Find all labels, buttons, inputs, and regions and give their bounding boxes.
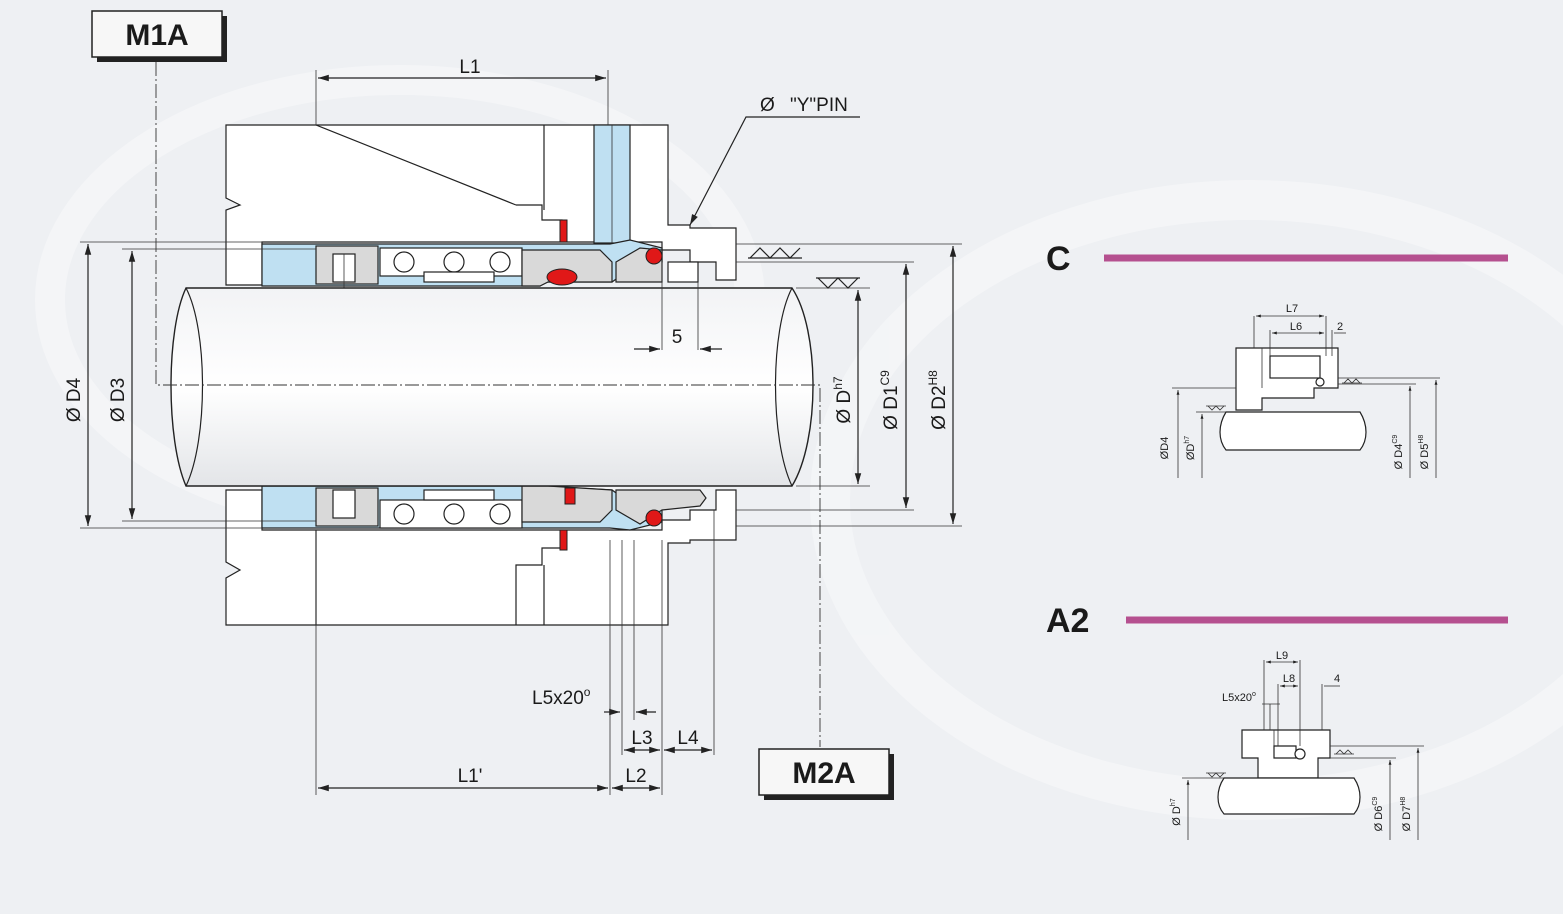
dim-l6-label: L6 bbox=[1290, 321, 1302, 333]
pin-slot-upper bbox=[667, 261, 699, 283]
section-c-title: C bbox=[1046, 240, 1071, 278]
dim-2-label: 2 bbox=[1337, 321, 1343, 333]
diameter-icon: Ø bbox=[929, 410, 950, 430]
dim-c-d4b-label: Ø D4C9 bbox=[1392, 435, 1405, 470]
dim-a2-d-label: Ø Dh7 bbox=[1170, 798, 1183, 825]
degree-icon: o bbox=[1252, 691, 1256, 698]
section-a2-oring bbox=[1294, 748, 1306, 760]
section-a2: A2 L9 L8 4 L5x20o Ø Dh7 bbox=[1046, 602, 1508, 840]
pin-label: "Y"PIN bbox=[790, 95, 848, 116]
dim-l8-label: L8 bbox=[1283, 673, 1295, 685]
shaft-break-left bbox=[185, 287, 204, 487]
surface-finish-icon bbox=[748, 247, 802, 259]
surface-finish-icon bbox=[1342, 378, 1362, 384]
housing-lower bbox=[225, 489, 737, 626]
dim-a2-l5-label: L5x20o bbox=[1222, 691, 1256, 704]
dim-l1-label: L1 bbox=[459, 57, 480, 78]
dim-l4-label: L4 bbox=[677, 728, 699, 749]
dim-c-d5-label: Ø D5H8 bbox=[1418, 435, 1431, 470]
dim-4-label: 4 bbox=[1334, 673, 1340, 685]
diameter-icon: Ø bbox=[1401, 820, 1413, 832]
dim-a2-d6-label: Ø D6C9 bbox=[1372, 797, 1385, 832]
oring-seat-upper bbox=[645, 247, 663, 265]
dim-l1p-label: L1' bbox=[458, 766, 483, 787]
oring-upper-rotary bbox=[546, 268, 578, 286]
diameter-icon: Ø bbox=[64, 402, 85, 422]
dim-l5-label: L5x20o bbox=[532, 685, 591, 709]
dim-c-d4-label: ØD4 bbox=[1159, 437, 1171, 460]
spring-coil bbox=[443, 251, 465, 273]
surface-finish-icon bbox=[816, 277, 860, 289]
oring-lower-rotary bbox=[564, 487, 576, 505]
diameter-icon: Ø bbox=[834, 404, 855, 424]
dim-l9-label: L9 bbox=[1276, 650, 1288, 662]
dim-d-label: Ø Dh7 bbox=[831, 376, 855, 423]
spring-coil bbox=[393, 251, 415, 273]
stationary-seat-lower bbox=[615, 489, 707, 525]
diameter-icon: Ø bbox=[881, 410, 902, 430]
retainer-pin-lower bbox=[423, 489, 495, 501]
degree-icon: o bbox=[584, 685, 591, 699]
diameter-icon: Ø bbox=[108, 402, 129, 422]
dim-l3-label: L3 bbox=[631, 728, 652, 749]
gasket-lower bbox=[559, 529, 568, 551]
surface-finish-icon bbox=[1206, 405, 1226, 411]
dim-d4-label: Ø D4 bbox=[64, 377, 85, 422]
housing-taper-line bbox=[315, 124, 517, 206]
pin-leader bbox=[689, 116, 860, 226]
gasket-upper bbox=[559, 219, 568, 243]
surface-finish-icon bbox=[1206, 772, 1226, 778]
surface-finish-icon bbox=[1334, 749, 1354, 755]
diameter-icon: Ø bbox=[1419, 458, 1431, 470]
dim-c-d-label: ØDh7 bbox=[1184, 436, 1197, 460]
diameter-icon: Ø bbox=[1185, 451, 1197, 460]
dim-a2-d7-label: Ø D7H8 bbox=[1400, 797, 1413, 832]
dim-l2-label: L2 bbox=[625, 766, 646, 787]
dim-d3-label: Ø D3 bbox=[108, 378, 129, 422]
set-screw-lower bbox=[332, 489, 356, 519]
svg-text:M2A: M2A bbox=[792, 757, 855, 790]
shaft bbox=[170, 287, 814, 487]
section-a2-title: A2 bbox=[1046, 602, 1089, 640]
diameter-icon: Ø bbox=[1159, 450, 1171, 459]
section-c-recess bbox=[1269, 355, 1321, 379]
centerline-m1a-m2a bbox=[155, 62, 821, 747]
tag-m2a: M2A bbox=[758, 748, 894, 800]
section-a2-recess bbox=[1273, 745, 1297, 759]
dim-d2-label: Ø D2H8 bbox=[926, 370, 950, 430]
section-c-oring bbox=[1315, 377, 1325, 387]
tag-m1a: M1A bbox=[91, 10, 227, 62]
section-a2-shaft bbox=[1217, 777, 1361, 815]
diameter-icon: Ø bbox=[1171, 814, 1183, 826]
shaft-break-right bbox=[774, 287, 793, 487]
diameter-icon: Ø bbox=[760, 95, 775, 116]
spring-coil bbox=[489, 503, 511, 525]
spring-coil bbox=[393, 503, 415, 525]
section-c-shaft bbox=[1219, 411, 1367, 451]
main-section-view: L1 Ø "Y"PIN 5 Ø D4 Ø D3 Ø Dh7 Ø D1C9 Ø D… bbox=[64, 57, 962, 795]
retainer-pin-upper bbox=[423, 271, 495, 283]
svg-text:M1A: M1A bbox=[125, 19, 188, 52]
section-c: C L7 L6 2 ØD4 ØDh7 Ø D bbox=[1046, 240, 1508, 478]
spring-coil bbox=[443, 503, 465, 525]
dim-5-label: 5 bbox=[672, 327, 683, 348]
diameter-icon: Ø bbox=[1373, 820, 1385, 832]
oring-seat-lower bbox=[645, 509, 663, 527]
diameter-icon: Ø bbox=[1393, 458, 1405, 470]
dim-d1-label: Ø D1C9 bbox=[878, 370, 902, 430]
spring-coil bbox=[489, 251, 511, 273]
rotating-face-upper bbox=[521, 249, 613, 287]
dim-l7-label: L7 bbox=[1286, 303, 1298, 315]
